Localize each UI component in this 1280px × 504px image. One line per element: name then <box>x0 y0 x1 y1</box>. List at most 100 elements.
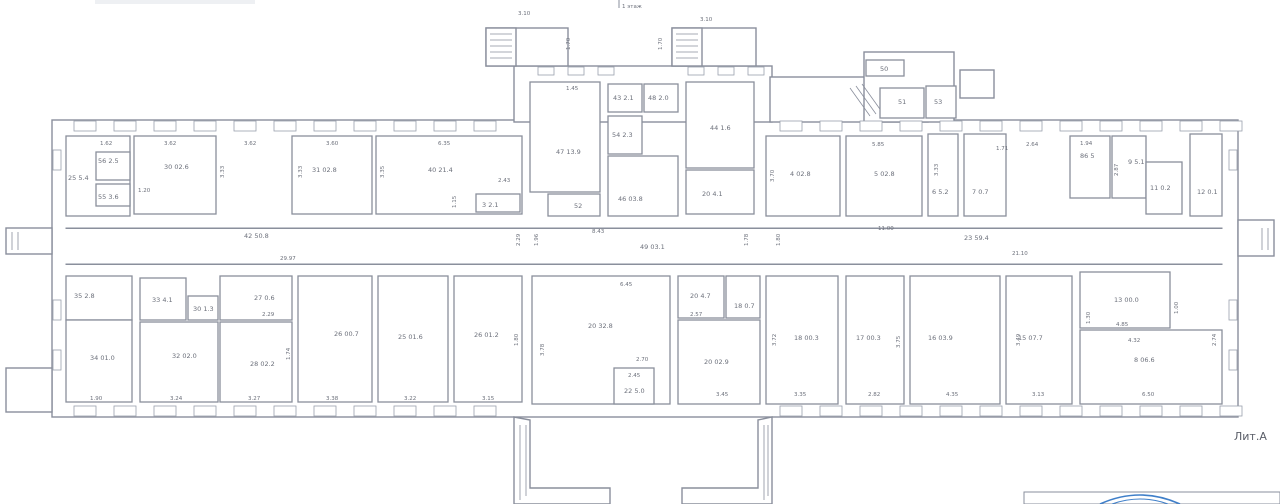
dim-label: 4.85 <box>1116 322 1129 328</box>
room-label-r48: 50 <box>880 65 888 73</box>
window-mark <box>1099 405 1123 417</box>
room-label-r4: 30 02.6 <box>164 163 189 171</box>
window-mark <box>1228 349 1238 371</box>
window-mark <box>1228 149 1238 171</box>
room-r11 <box>607 115 643 155</box>
stair-top-right <box>671 27 757 67</box>
room-label-r33: 28 02.2 <box>250 360 275 368</box>
room-r38 <box>613 367 655 405</box>
window-mark <box>233 120 257 132</box>
room-r23 <box>1189 133 1223 217</box>
room-label-r42: 18 00.3 <box>794 334 819 342</box>
window-mark <box>52 299 62 321</box>
dim-label: 2.43 <box>498 178 511 184</box>
room-r30 <box>139 321 219 403</box>
room-label-r34: 26 00.7 <box>334 330 359 338</box>
dim-label: 3.33 <box>934 163 940 176</box>
window-mark <box>1179 405 1203 417</box>
room-label-r11: 54 2.3 <box>612 131 633 139</box>
top-left-fragment <box>95 0 255 4</box>
dim-label: 3.33 <box>298 165 304 178</box>
room-r43 <box>845 275 905 405</box>
room-label-r5: 31 02.8 <box>312 166 337 174</box>
window-mark <box>393 120 417 132</box>
room-label-r29: 33 4.1 <box>152 296 173 304</box>
window-mark <box>1059 120 1083 132</box>
room-r44 <box>909 275 1001 405</box>
dim-label: 2.74 <box>1212 333 1218 346</box>
room-r10 <box>643 83 679 113</box>
dim-label: 3.60 <box>326 141 339 147</box>
window-mark <box>1219 120 1243 132</box>
dim-label: 4.35 <box>946 392 959 398</box>
window-mark <box>113 405 137 417</box>
room-label-r16: 4 02.8 <box>790 170 811 178</box>
room-label-r21: 9 5.1 <box>1128 158 1145 166</box>
dim-label: 1.80 <box>514 333 520 346</box>
room-r48 <box>865 59 905 77</box>
dim-label: 1.62 <box>100 141 112 147</box>
room-r15 <box>685 169 755 215</box>
window-mark <box>73 120 97 132</box>
entrance-left <box>5 227 53 255</box>
dim-label: 3.49 <box>1016 333 1022 346</box>
room-label-r2: 56 2.5 <box>98 157 119 165</box>
room-label-r19: 7 0.7 <box>972 188 989 196</box>
dim-label: 3.15 <box>482 396 495 402</box>
window-mark <box>979 405 1003 417</box>
window-mark <box>819 405 843 417</box>
entrance-bottom-left-porch <box>5 367 53 413</box>
window-mark <box>193 120 217 132</box>
room-label-r22: 11 0.2 <box>1150 184 1171 192</box>
window-mark <box>473 405 497 417</box>
room-label-r40: 18 0.7 <box>734 302 755 310</box>
dim-label: 2.82 <box>868 392 880 398</box>
window-mark <box>899 120 923 132</box>
room-r40 <box>725 275 761 319</box>
room-r3 <box>95 183 131 207</box>
window-mark <box>52 149 62 171</box>
window-mark <box>193 405 217 417</box>
window-mark <box>153 120 177 132</box>
window-mark <box>819 120 843 132</box>
dim-label: 3.35 <box>380 165 386 178</box>
room-label-r20: 86 5 <box>1080 152 1094 160</box>
room-label-r13: 52 <box>574 202 582 210</box>
window-mark <box>473 120 497 132</box>
room-label-r6: 40 21.4 <box>428 166 453 174</box>
room-r46 <box>1079 271 1171 329</box>
room-label-r39: 20 4.7 <box>690 292 711 300</box>
dim-label: 1.96 <box>534 233 540 246</box>
top-dimension-label-2: 3.10 <box>700 17 713 23</box>
room-label-r37: 20 32.8 <box>588 322 613 330</box>
room-label-r47: 8 06.6 <box>1134 356 1155 364</box>
room-label-r49: 51 <box>898 98 906 106</box>
room-r8 <box>529 81 601 193</box>
dim-label: 1.70 <box>566 37 572 50</box>
room-r19 <box>963 133 1007 217</box>
room-label-r9: 43 2.1 <box>613 94 634 102</box>
room-label-r41: 20 02.9 <box>704 358 729 366</box>
window-mark <box>939 405 963 417</box>
room-r12 <box>607 155 679 217</box>
room-r39 <box>677 275 725 319</box>
room-label-r8: 47 13.9 <box>556 148 581 156</box>
window-mark <box>687 66 705 76</box>
dim-label: 2.57 <box>690 312 703 318</box>
window-mark <box>353 120 377 132</box>
window-mark <box>779 120 803 132</box>
stamp-fragment <box>1023 491 1280 504</box>
room-label-r31: 30 1.3 <box>193 305 214 313</box>
window-mark <box>597 66 615 76</box>
room-r32 <box>219 275 293 321</box>
stair-annex <box>849 83 883 117</box>
dim-label: 1.71 <box>996 146 1008 152</box>
window-mark <box>433 120 457 132</box>
window-mark <box>567 66 585 76</box>
window-mark <box>1059 405 1083 417</box>
dim-label: 1.45 <box>566 86 579 92</box>
room-label-r1: 25 5.4 <box>68 174 89 182</box>
room-label-r25: 49 03.1 <box>640 243 665 251</box>
building-outline-right-annex-2 <box>959 69 995 99</box>
